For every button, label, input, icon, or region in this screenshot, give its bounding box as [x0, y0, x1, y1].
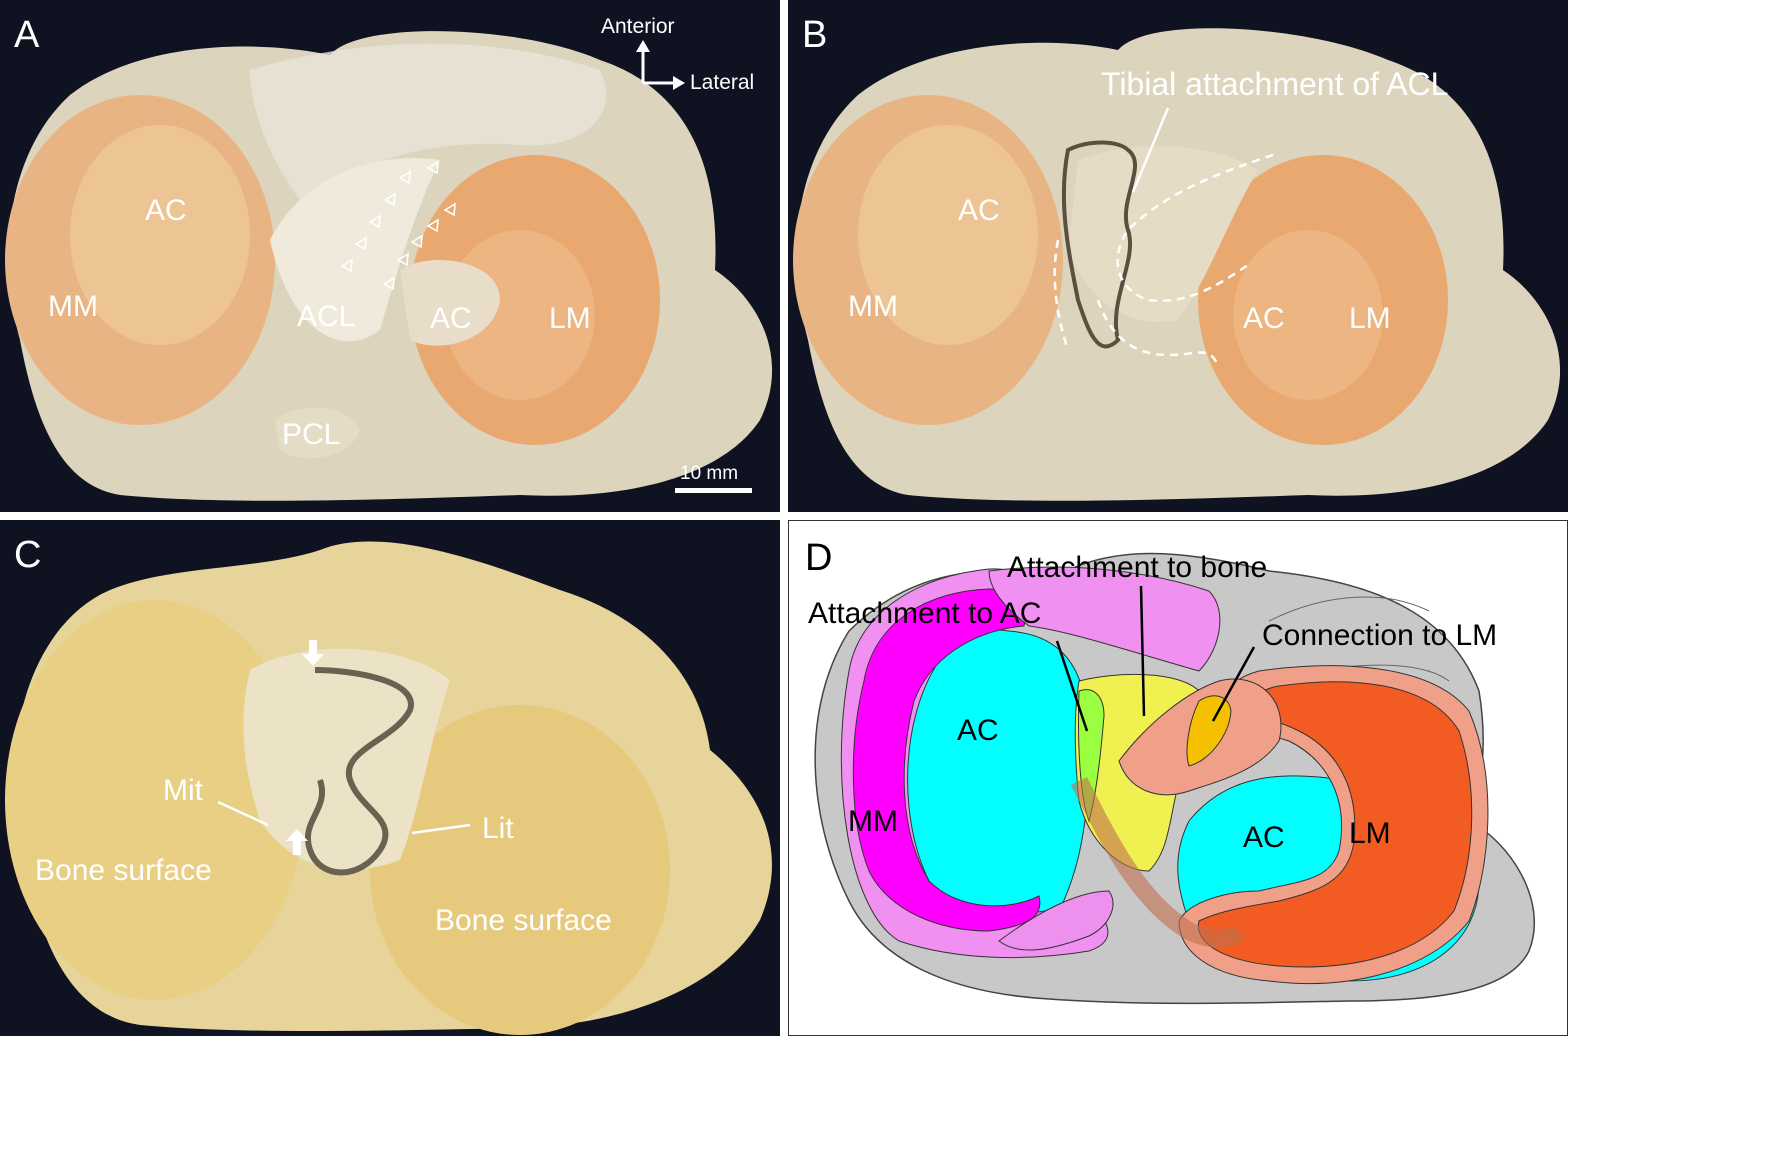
panel-b: B Tibial attachment of ACL AC MM AC LM	[788, 0, 1568, 512]
label-attachment-bone: Attachment to bone	[1007, 551, 1268, 584]
panel-d-schematic	[814, 552, 1535, 1005]
ink-outline	[305, 667, 414, 876]
label-tibial-attachment: Tibial attachment of ACL	[1101, 66, 1449, 102]
label-mm: MM	[48, 290, 98, 323]
label-mm: MM	[848, 805, 898, 838]
attachment-bone-leader	[1139, 585, 1146, 717]
label-ac-lateral: AC	[1243, 302, 1285, 335]
label-connection-lm: Connection to LM	[1262, 619, 1498, 652]
panel-d: D Attachment to bone Attachment to AC Co…	[788, 520, 1568, 1036]
label-lm: LM	[1349, 817, 1391, 850]
medial-meniscus-fibres	[988, 566, 1221, 672]
connection-lm-leader	[1211, 646, 1256, 722]
label-ac-lateral: AC	[1243, 821, 1285, 854]
label-lit: Lit	[482, 812, 514, 845]
label-ac-medial: AC	[957, 714, 999, 747]
ink-outline	[1061, 140, 1138, 349]
panel-letter: D	[805, 537, 833, 579]
label-ac-lateral: AC	[430, 302, 472, 335]
label-mit: Mit	[163, 774, 203, 807]
acl-arrowheads	[340, 160, 456, 291]
scale-bar	[675, 488, 752, 493]
attachment-outline	[1053, 153, 1274, 366]
label-acl: ACL	[297, 300, 356, 333]
attachment-ac-leader	[1055, 640, 1089, 732]
white-arrow-icons	[286, 640, 324, 855]
label-lm: LM	[1349, 302, 1391, 335]
label-pcl: PCL	[282, 418, 341, 451]
label-ac-medial: AC	[958, 194, 1000, 227]
label-bone-surface-lateral: Bone surface	[435, 904, 612, 937]
acl-posterior-fibres	[1070, 776, 1246, 948]
pcl-shape	[275, 407, 360, 459]
connection-to-lm-region	[1186, 695, 1232, 767]
leader-lines	[217, 800, 471, 835]
medial-meniscus-posterior-horn	[998, 890, 1114, 951]
panel-letter: C	[14, 534, 42, 576]
acl-fibres	[270, 158, 440, 342]
scale-bar-label: 10 mm	[680, 463, 739, 484]
tibial-attachment-leader	[1131, 107, 1170, 193]
panel-a: A Anterior Lateral AC MM ACL AC LM PCL 1…	[0, 0, 780, 512]
panel-c-specimen-photo	[5, 541, 772, 1035]
panel-letter: B	[802, 14, 828, 56]
medial-bone-surface	[5, 600, 305, 1000]
panel-b-specimen-photo	[793, 28, 1561, 501]
orientation-arrows-icon	[636, 40, 685, 90]
orientation-lateral-label: Lateral	[690, 71, 755, 94]
label-mm: MM	[848, 290, 898, 323]
panel-letter: A	[14, 14, 40, 56]
label-bone-surface-medial: Bone surface	[35, 854, 212, 887]
panel-a-specimen-photo	[5, 31, 773, 501]
panel-c: C Mit Lit Bone surface Bone surface	[0, 520, 780, 1036]
label-ac-medial: AC	[145, 194, 187, 227]
lateral-bone-surface	[370, 705, 670, 1035]
orientation-anterior-label: Anterior	[601, 15, 675, 38]
label-lm: LM	[549, 302, 591, 335]
label-attachment-ac: Attachment to AC	[808, 597, 1042, 630]
